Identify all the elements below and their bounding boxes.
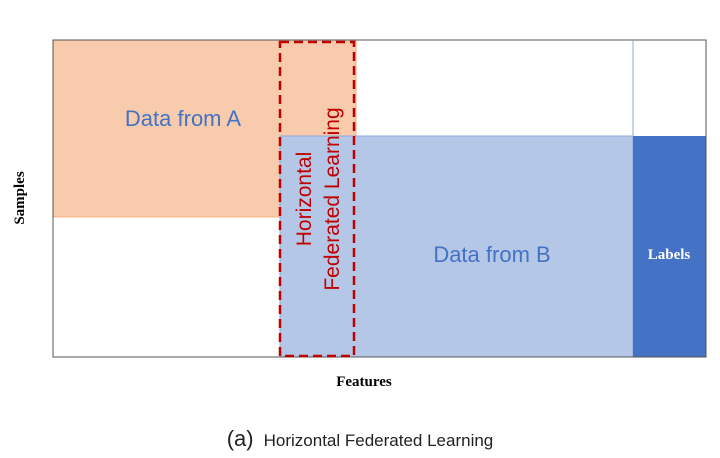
hfl-label-line2: Federated Learning [321,107,344,290]
data-from-b-label: Data from B [433,242,550,267]
caption-text: Horizontal Federated Learning [264,431,494,450]
labels-region [633,136,706,357]
feature-space-border [52,39,707,358]
hfl-label-line1: Horizontal [293,152,316,247]
hfl-highlight-box [278,40,356,358]
x-axis-label: Features [336,374,392,390]
labels-label: Labels [648,247,691,263]
y-axis-label: Samples [12,171,28,225]
data-from-a-label: Data from A [125,106,241,131]
caption-letter: (a) [227,426,254,451]
figure-caption: (a) Horizontal Federated Learning [227,426,494,451]
hfl-label-group: Horizontal Federated Learning [293,107,344,290]
data-from-b-region [279,135,634,358]
